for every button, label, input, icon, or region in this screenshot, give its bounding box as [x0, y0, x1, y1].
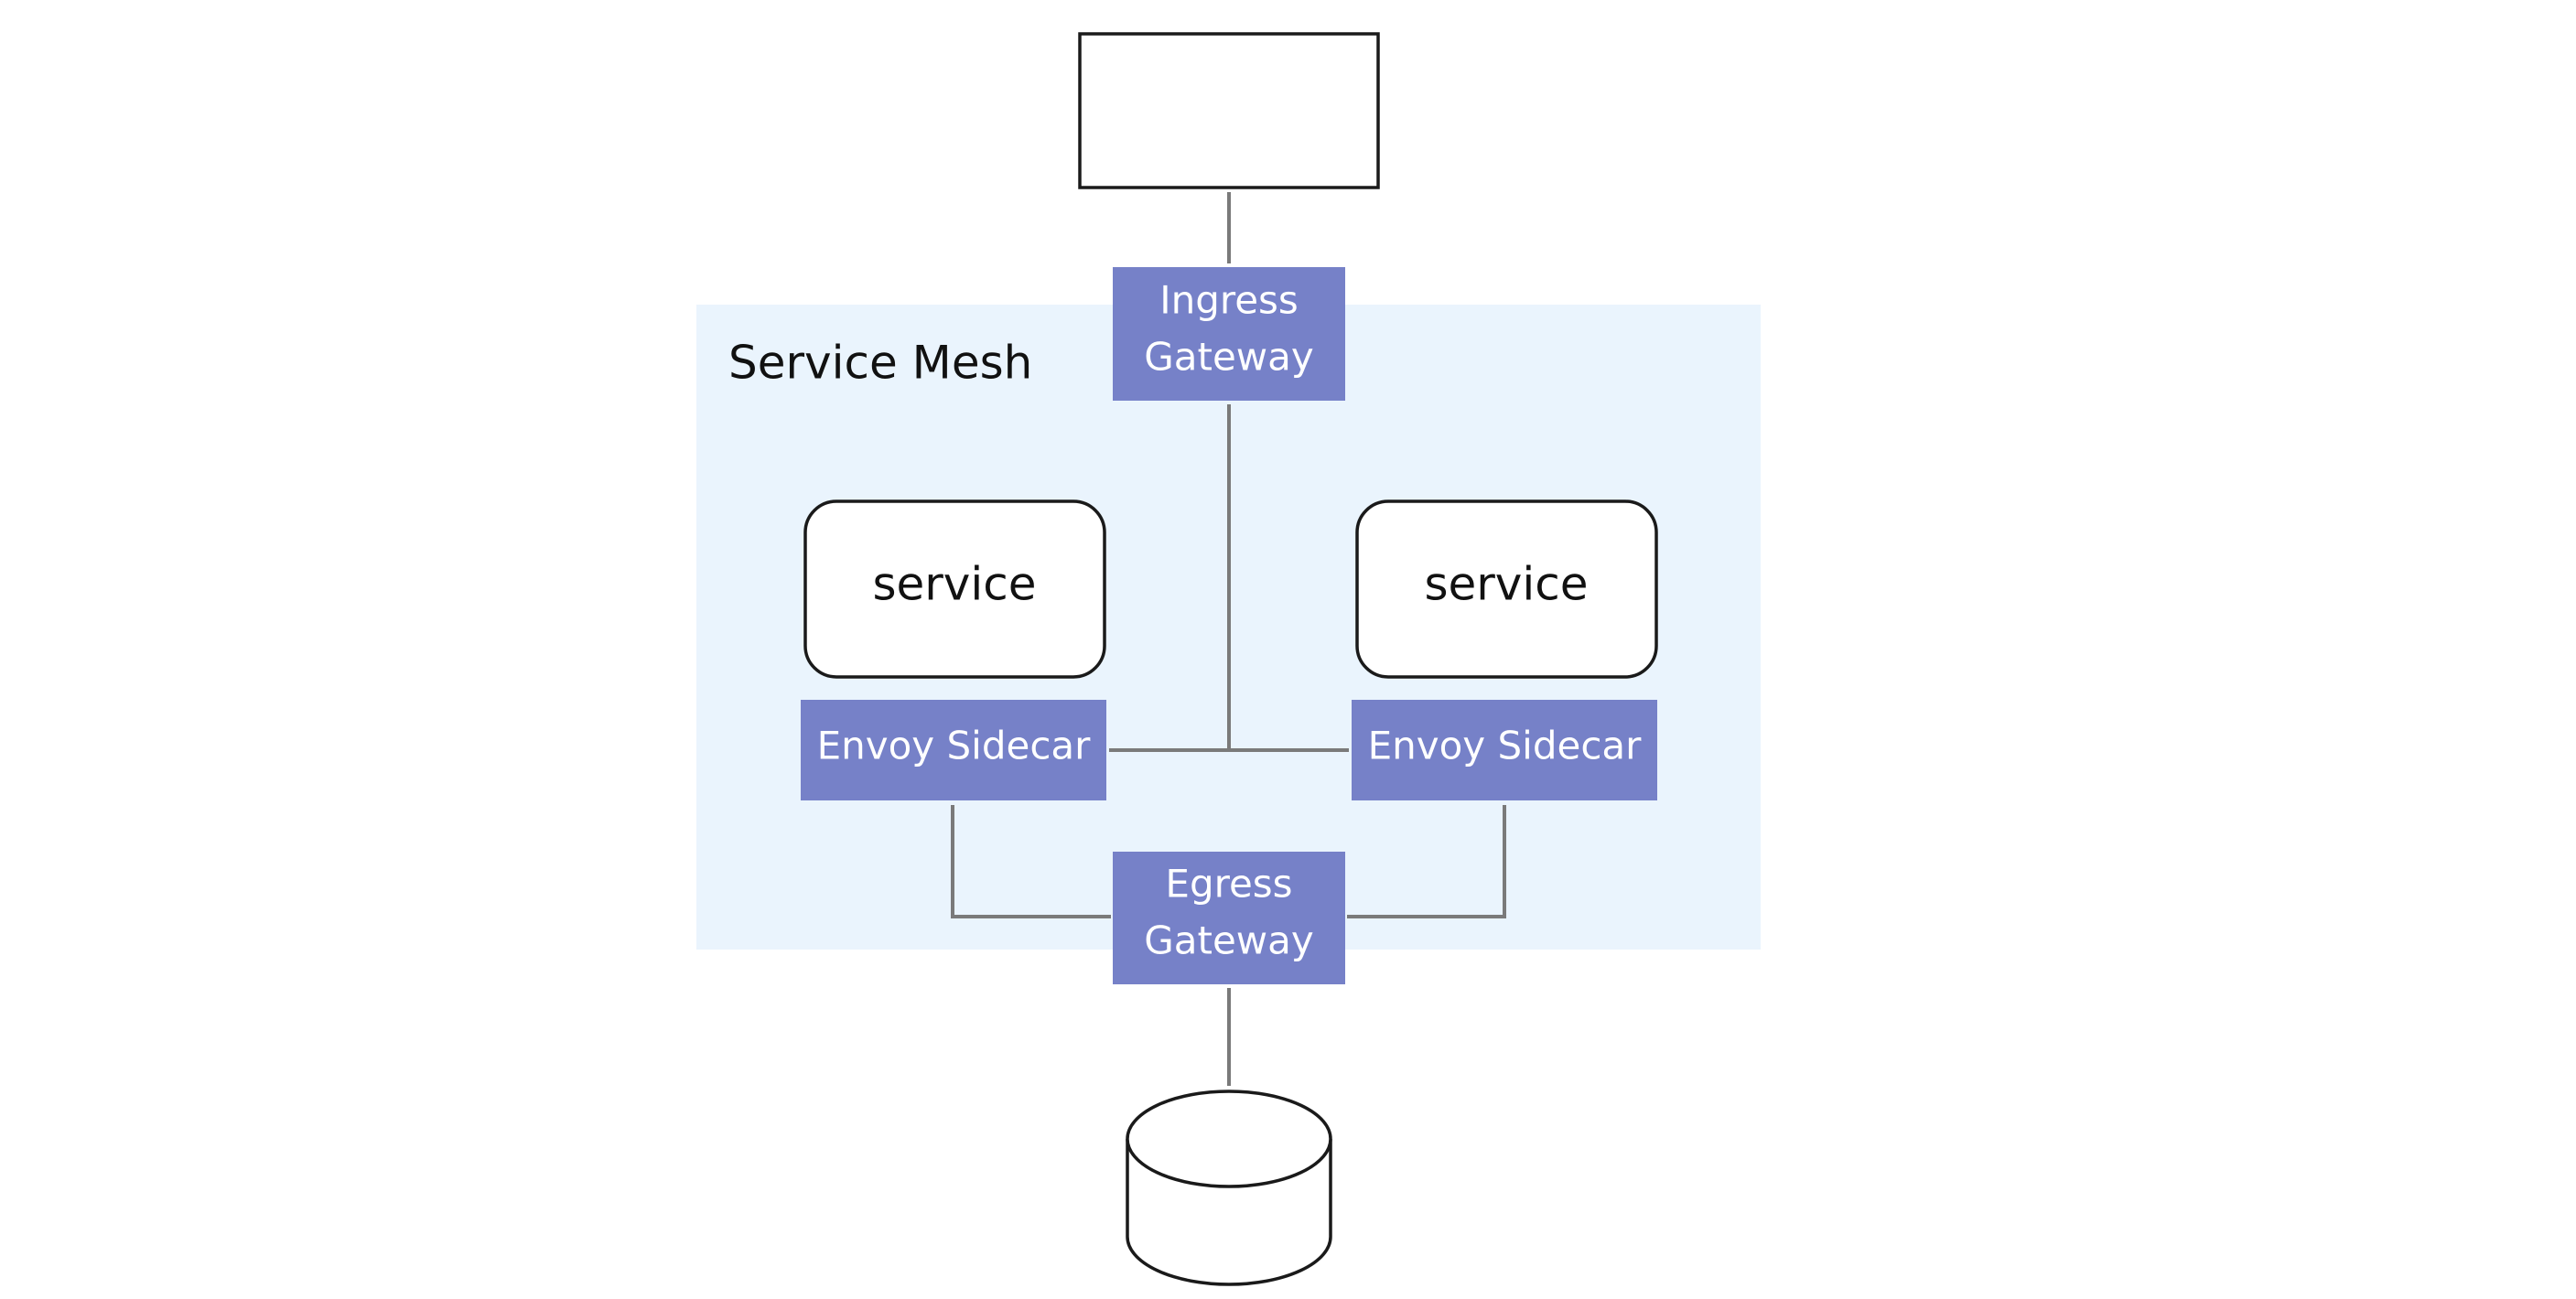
egress-gateway-label-line2: Gateway: [1144, 918, 1314, 963]
egress-gateway-label-line1: Egress: [1165, 862, 1292, 907]
egress-gateway: Egress Gateway: [1113, 852, 1345, 984]
database-top: [1126, 1090, 1332, 1188]
envoy-sidecar-right-box: [1352, 700, 1657, 800]
egress-gateway-box: [1113, 852, 1345, 984]
left-sidecar-to-egress-connector: [951, 805, 1111, 918]
ingress-gateway-label-line1: Ingress: [1159, 278, 1299, 323]
envoy-sidecar-right: Envoy Sidecar: [1352, 700, 1657, 800]
client-box: [1078, 32, 1380, 189]
service-left: service: [803, 499, 1106, 679]
ingress-gateway-box: [1113, 267, 1345, 401]
ingress-gateway: Ingress Gateway: [1113, 267, 1345, 401]
envoy-sidecar-right-label: Envoy Sidecar: [1368, 724, 1643, 768]
service-mesh-label: Service Mesh: [728, 337, 1032, 390]
service-left-label: service: [872, 558, 1036, 611]
envoy-sidecar-left: Envoy Sidecar: [801, 700, 1106, 800]
service-right: service: [1355, 499, 1658, 679]
right-sidecar-to-egress-connector: [1347, 805, 1506, 918]
ingress-gateway-label-line2: Gateway: [1144, 335, 1314, 380]
service-right-label: service: [1424, 558, 1588, 611]
service-right-box: [1355, 499, 1658, 679]
service-left-box: [803, 499, 1106, 679]
envoy-sidecar-left-box: [801, 700, 1106, 800]
connectors: [951, 192, 1506, 1086]
database-cylinder-icon: [1126, 1090, 1332, 1286]
envoy-sidecar-left-label: Envoy Sidecar: [817, 724, 1092, 768]
